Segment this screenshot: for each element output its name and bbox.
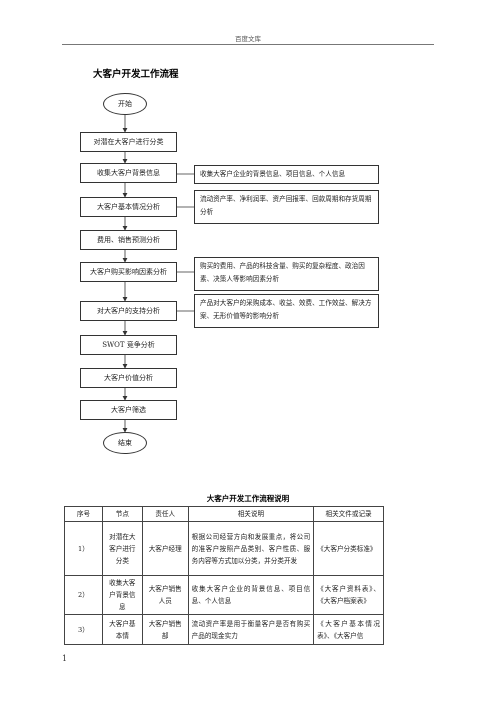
table-header-row: 序号 节点 责任人 相关说明 相关文件或记录	[64, 506, 384, 522]
cell-node: 对潜在大客户进行分类	[101, 521, 143, 576]
cell-desc: 流动资产率是用于衡量客户是否有购买产品的现金实力	[187, 614, 315, 645]
cell-no: 2）	[64, 575, 103, 615]
note-collect-info: 收集大客户企业的背景信息、项目信息、个人信息	[194, 165, 379, 184]
table-row: 2） 收集大客户背景信息 大客户销售人员 收集大客户企业的背景信息、项目信息、个…	[64, 575, 384, 615]
step-value-analysis: 大客户价值分析	[80, 368, 177, 388]
cell-owner: 大客户销售人员	[141, 575, 189, 615]
cell-node: 收集大客户背景信息	[101, 575, 143, 615]
cell-docs: 《大客户基本情况表》、《大客户信	[313, 614, 384, 645]
cell-desc: 收集大客户企业的背景信息、项目信息、个人信息	[187, 575, 315, 615]
header-divider	[62, 44, 434, 45]
step-screening: 大客户筛选	[80, 400, 177, 420]
step-cost-forecast: 费用、销售预测分析	[80, 230, 177, 250]
table-title: 大客户开发工作流程说明	[206, 494, 290, 503]
col-header-docs: 相关文件或记录	[313, 506, 384, 522]
table-row: 3） 大客户基本情 大客户销售部 流动资产率是用于衡量客户是否有购买产品的现金实…	[64, 614, 384, 645]
table-row: 1） 对潜在大客户进行分类 大客户经理 根据公司经营方向和发展重点，将公司的准客…	[64, 521, 384, 576]
note-purchase-factors: 购买的费用、产品的科技含量、购买的复杂程度、政治因素、决策人等影响因素分析	[194, 257, 379, 291]
cell-docs: 《大客户分类标准》	[313, 521, 384, 576]
col-header-owner: 责任人	[141, 506, 189, 522]
cell-node: 大客户基本情	[101, 614, 143, 645]
flowchart-connectors	[122, 115, 194, 433]
start-node: 开始	[103, 93, 147, 115]
col-header-no: 序号	[64, 506, 103, 522]
page-number: 1	[62, 654, 68, 663]
note-basic-analysis: 流动资产率、净利润率、资产回报率、回款周期和存货周期分析	[194, 190, 379, 224]
col-header-desc: 相关说明	[187, 506, 315, 522]
cell-owner: 大客户销售部	[141, 614, 189, 645]
end-node: 结束	[103, 432, 147, 454]
cell-no: 3）	[64, 614, 103, 645]
step-basic-analysis: 大客户基本情况分析	[80, 197, 177, 217]
cell-desc: 根据公司经营方向和发展重点，将公司的准客户按照产品类别、客户性质、服务内容等方式…	[187, 521, 315, 576]
step-purchase-factors: 大客户购买影响因素分析	[80, 262, 177, 282]
step-classify: 对潜在大客户进行分类	[80, 132, 177, 152]
step-swot: SWOT 竞争分析	[80, 335, 177, 355]
cell-docs: 《大客户资料表》、《大客户档案表》	[313, 575, 384, 615]
cell-owner: 大客户经理	[141, 521, 189, 576]
note-support-analysis: 产品对大客户的采购成本、收益、效费、工作效益、解决方案、无形价值等的影响分析	[194, 294, 379, 328]
cell-no: 1）	[64, 521, 103, 576]
step-support-analysis: 对大客户的支持分析	[80, 301, 177, 321]
col-header-node: 节点	[101, 506, 143, 522]
flowchart: 开始 对潜在大客户进行分类 收集大客户背景信息 大客户基本情况分析 费用、销售预…	[80, 93, 379, 454]
process-table: 序号 节点 责任人 相关说明 相关文件或记录 1） 对潜在大客户进行分类 大客户…	[64, 506, 384, 645]
document-title: 大客户开发工作流程	[93, 69, 179, 80]
header-site-name: 百度文库	[235, 35, 261, 43]
step-collect-info: 收集大客户背景信息	[80, 163, 177, 183]
